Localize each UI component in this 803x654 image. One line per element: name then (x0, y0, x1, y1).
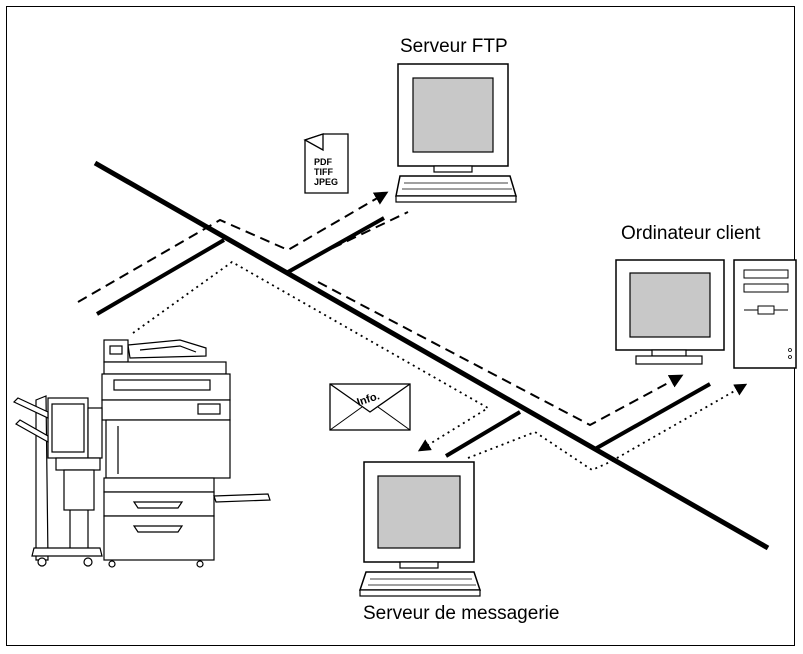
doc-format-tiff: TIFF (314, 167, 333, 177)
branch-copier (95, 238, 226, 316)
client-tower-icon (733, 259, 797, 369)
branch-mail (444, 410, 522, 458)
copier-icon (12, 339, 271, 568)
client-computer-label: Ordinateur client (621, 223, 761, 244)
branch-client (594, 382, 711, 451)
document-icon: PDF TIFF JPEG (303, 133, 349, 194)
ftp-server-label: Serveur FTP (400, 36, 508, 57)
email-path (132, 260, 490, 452)
ftp-path-return (317, 211, 409, 256)
ftp-server-computer-icon (395, 63, 518, 203)
client-monitor-icon (615, 259, 725, 365)
email-to-client-path (467, 383, 748, 472)
scan-to-ftp-path (77, 191, 389, 303)
envelope-icon: Info. (329, 383, 411, 431)
doc-format-pdf: PDF (314, 157, 333, 167)
mail-server-label: Serveur de messagerie (363, 603, 560, 624)
branch-ftp (287, 216, 385, 274)
doc-format-jpeg: JPEG (314, 177, 338, 187)
mail-server-computer-icon (358, 461, 482, 597)
scan-to-client-path (317, 281, 684, 427)
